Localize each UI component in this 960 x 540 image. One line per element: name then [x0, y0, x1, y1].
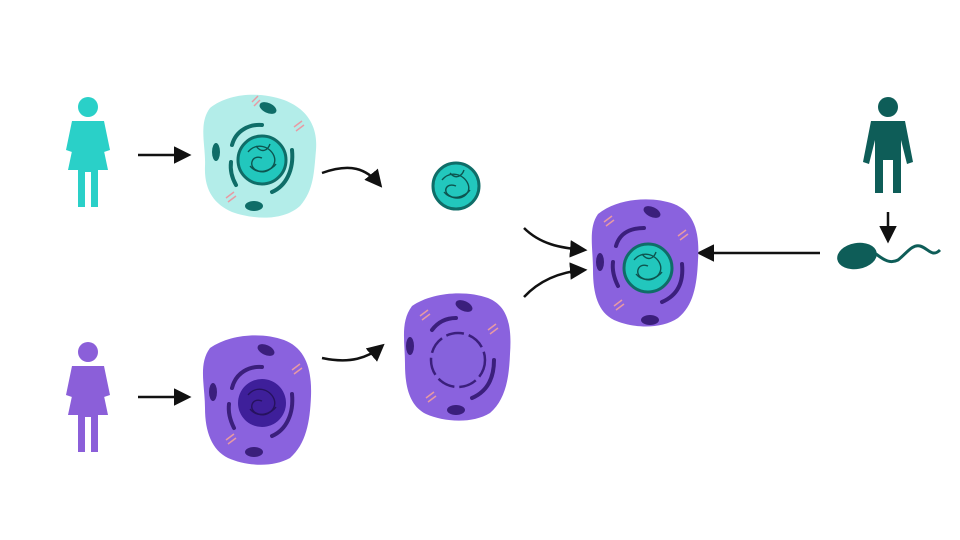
arrows: [138, 146, 897, 406]
arrow-donor-egg-to-enucleated: [321, 343, 385, 362]
sperm-icon: [837, 242, 942, 270]
mother-woman-icon: [66, 97, 110, 207]
father-man-icon: [863, 97, 913, 193]
arrow-egg-to-nucleus: [321, 166, 383, 188]
arrow-enucleated-to-combined: [523, 262, 588, 298]
extracted-nucleus: [431, 161, 481, 211]
donor-egg-cell: [202, 335, 312, 465]
mother-egg-cell: [203, 94, 317, 218]
enucleated-donor-egg: [403, 293, 511, 421]
donor-woman-icon: [66, 342, 110, 452]
arrow-nucleus-to-combined: [523, 227, 588, 258]
reconstructed-egg: [591, 199, 699, 327]
